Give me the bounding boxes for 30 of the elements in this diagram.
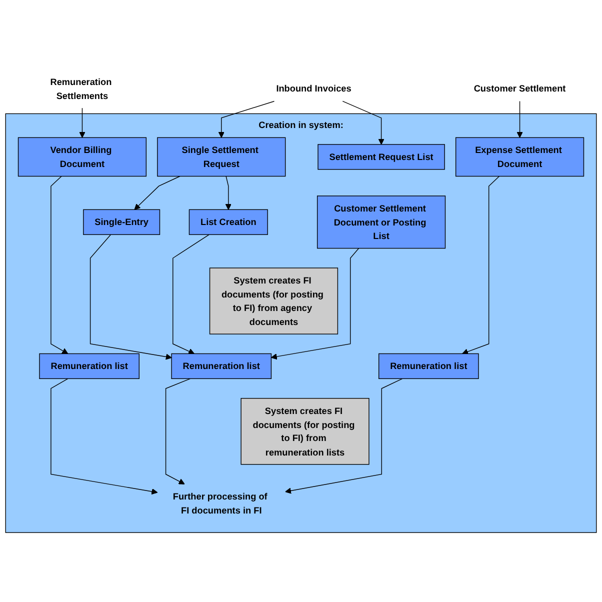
text-label: Inbound Invoices (276, 83, 352, 94)
document-box: List Creation (188, 209, 268, 235)
document-box: Single Settlement Request (157, 137, 286, 177)
text-label: Remuneration Settlements (50, 76, 112, 101)
arrow (218, 100, 275, 138)
document-box: Vendor Billing Document (18, 137, 147, 177)
arrow (165, 378, 191, 484)
text-label: Further processing of FI documents in FI (172, 491, 268, 516)
arrow (225, 176, 232, 210)
arrow (50, 176, 68, 354)
document-box: Remuneration list (39, 353, 140, 380)
document-box: Single-Entry (83, 209, 160, 235)
process-bar: System creates FI documents (for posting to FI) from remuneration lists (240, 398, 370, 465)
text-label: Customer Settlement (474, 83, 566, 94)
arrow (342, 100, 384, 145)
document-box: Remuneration list (378, 353, 479, 380)
document-box: Customer Settlement Document or Posting List (316, 196, 446, 249)
process-bar: System creates FI documents (for posting to FI) from agency documents (209, 268, 338, 334)
document-box: Remuneration list (171, 353, 272, 380)
arrow (50, 378, 158, 495)
arrow (462, 176, 500, 355)
arrow (270, 248, 360, 360)
arrow (134, 176, 180, 210)
arrow (90, 234, 172, 360)
arrow (172, 234, 210, 354)
arrow (516, 100, 523, 138)
document-box: Settlement Request List (318, 144, 445, 170)
arrow (285, 378, 403, 494)
document-box: Expense Settlement Document (455, 137, 584, 177)
arrow (79, 108, 86, 138)
